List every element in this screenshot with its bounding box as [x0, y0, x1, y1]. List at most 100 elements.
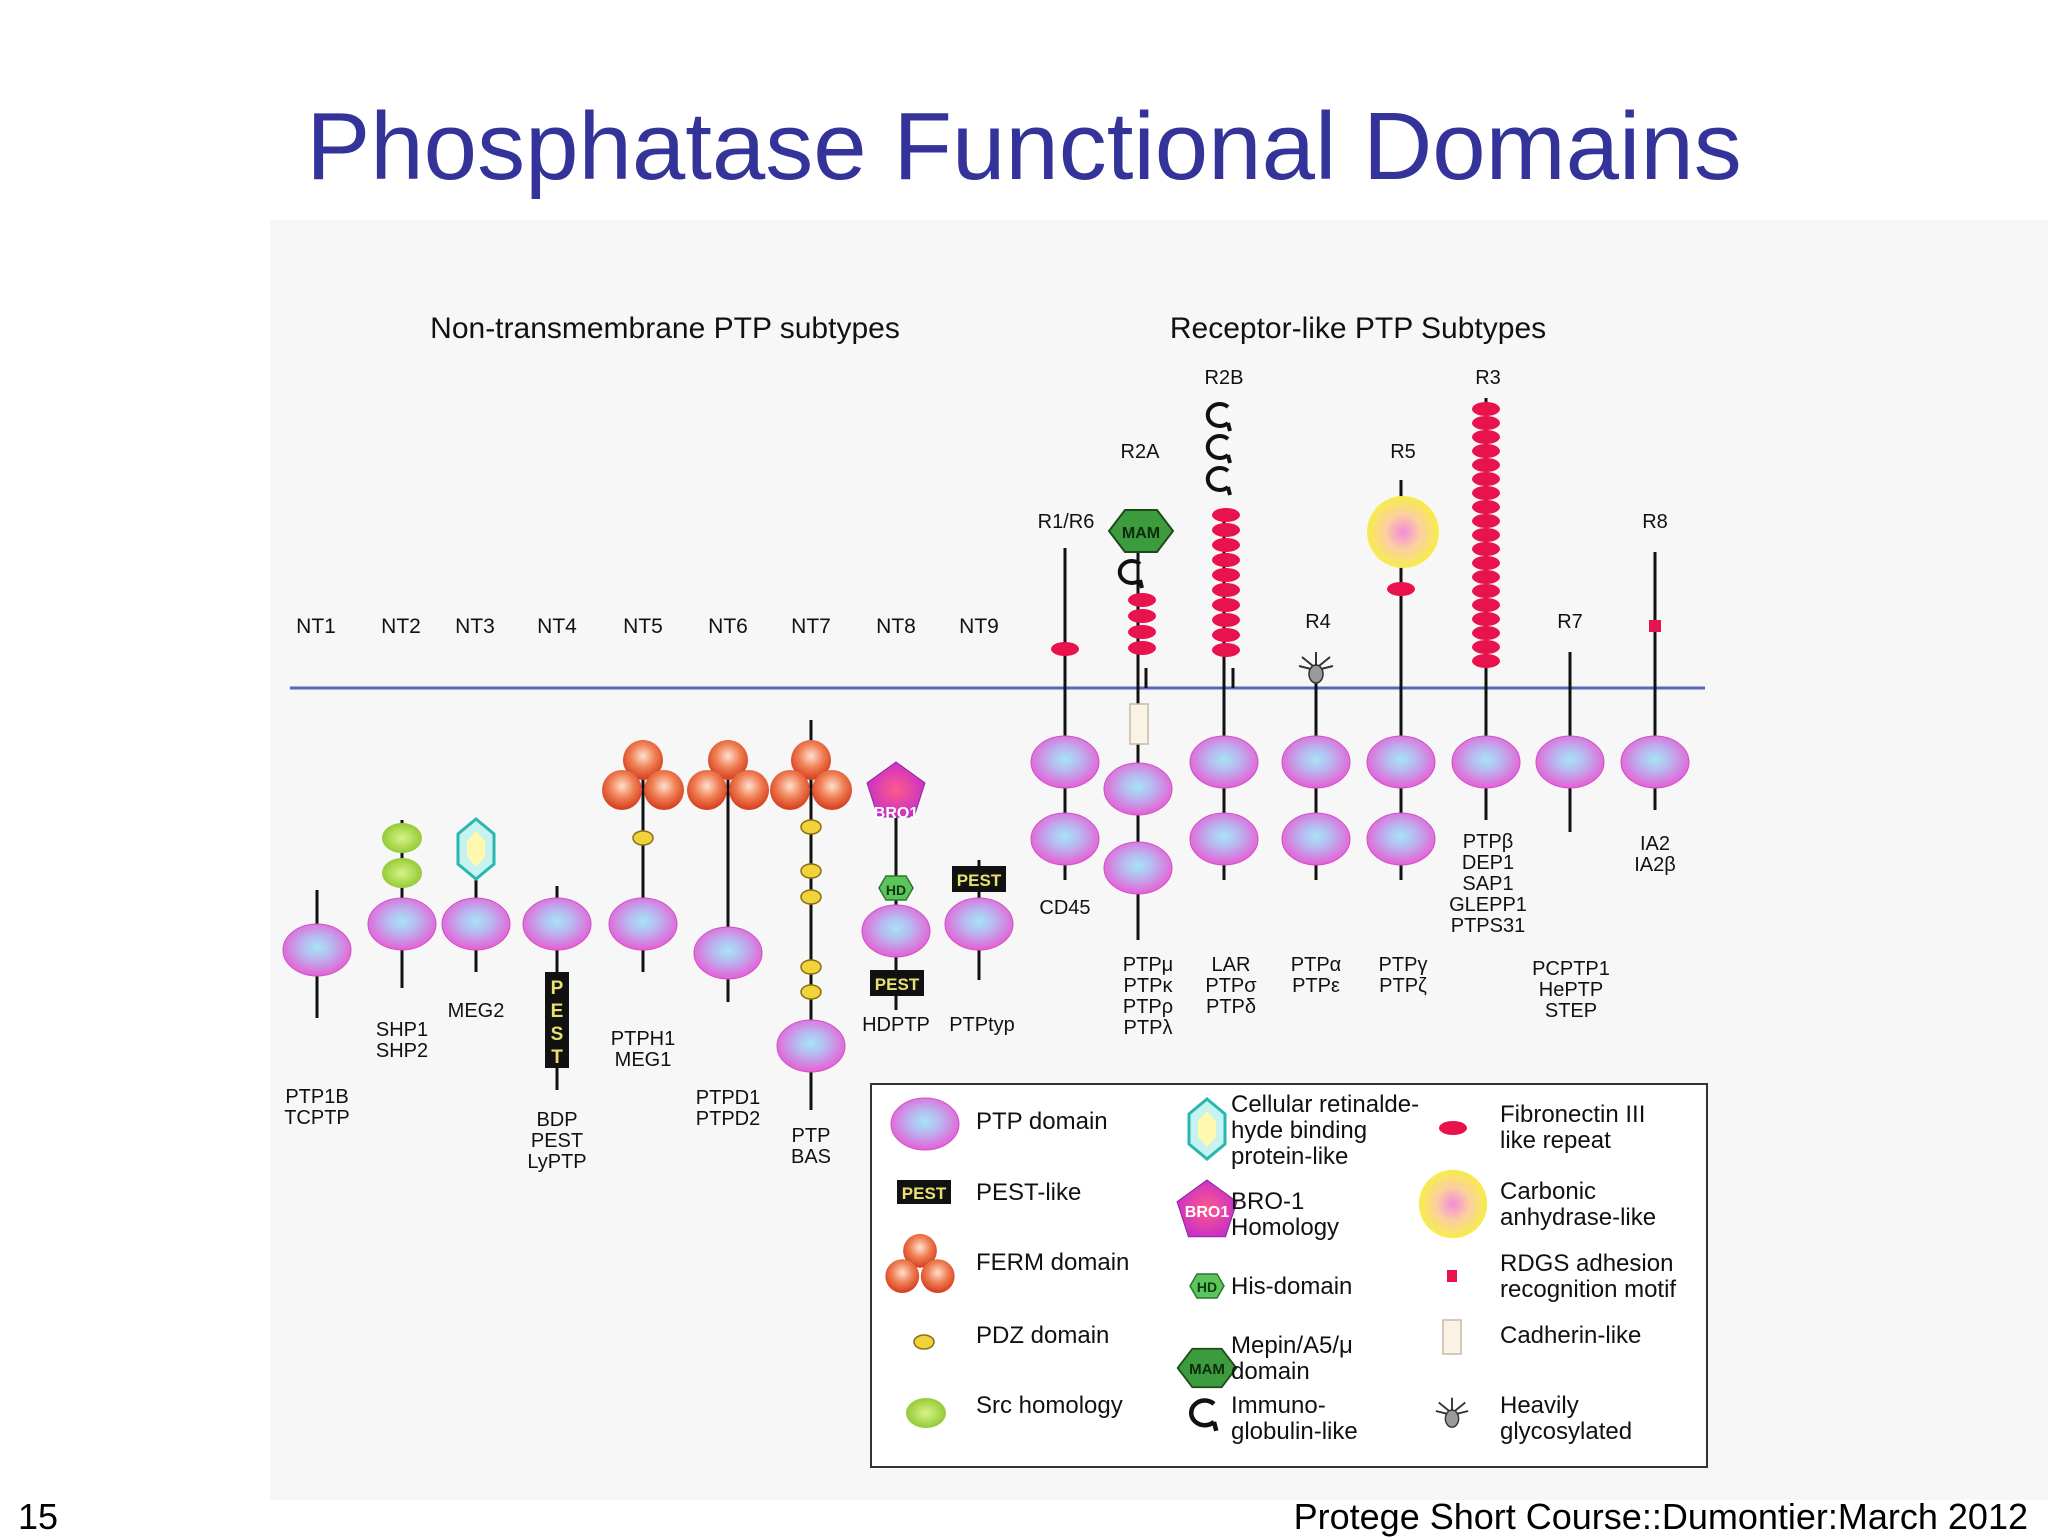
legend-label: Mepin/A5/μ	[1231, 1332, 1353, 1359]
immunoglobulin-icon	[1205, 402, 1232, 432]
fibronectin-icon	[1128, 625, 1156, 639]
nt2-protein	[367, 820, 437, 988]
ptp-domain-icon	[1103, 762, 1173, 816]
rdgs-motif-icon	[1447, 1270, 1457, 1282]
member-name: PTPδ	[1206, 996, 1256, 1018]
ptp-domain-icon	[1189, 735, 1259, 789]
member-name: IA2β	[1634, 854, 1676, 876]
member-name: BDP	[536, 1109, 577, 1131]
pest-letter: E	[551, 1001, 564, 1022]
legend-label: FERM domain	[976, 1249, 1129, 1276]
pest-label: PEST	[902, 1184, 947, 1203]
receptor-label: R8	[1642, 511, 1668, 533]
ptp-domain-icon	[1103, 841, 1173, 895]
fibronectin-icon	[1212, 613, 1240, 627]
nt-label: NT7	[791, 615, 831, 638]
member-name: TCPTP	[284, 1107, 350, 1129]
domain-diagram-figure: Non-transmembrane PTP subtypes Receptor-…	[270, 220, 2048, 1500]
hd-label: HD	[886, 882, 906, 898]
pest-letter: S	[551, 1024, 564, 1045]
legend-label: PEST-like	[976, 1179, 1081, 1206]
member-name: PTPH1	[611, 1028, 675, 1050]
fibronectin-icon	[1472, 486, 1500, 500]
ptp-domain-icon	[441, 897, 511, 951]
pest-vertical-icon	[545, 972, 569, 1068]
receptor-label: R1/R6	[1038, 511, 1095, 533]
fibronectin-icon	[1212, 598, 1240, 612]
legend-label: Homology	[1231, 1214, 1339, 1241]
legend-label: hyde binding	[1231, 1117, 1367, 1144]
receptor-label: R2A	[1121, 441, 1161, 463]
r7-protein	[1535, 652, 1605, 832]
r8-protein	[1620, 552, 1690, 810]
domain-diagram: Non-transmembrane PTP subtypes Receptor-…	[282, 312, 1708, 1468]
member-name: PTPσ	[1205, 975, 1257, 997]
fibronectin-icon	[1472, 416, 1500, 430]
carbonic-anhydrase-icon	[1418, 1169, 1488, 1239]
fibronectin-icon	[1472, 458, 1500, 472]
legend-label: Carbonic	[1500, 1178, 1596, 1205]
ptp-domain-icon	[367, 897, 437, 951]
slide-number: 15	[18, 1496, 59, 1537]
fibronectin-icon	[1472, 514, 1500, 528]
fibronectin-icon	[1212, 643, 1240, 657]
nt-label: NT2	[381, 615, 421, 638]
footer-text: Protege Short Course::Dumontier:March 20…	[1293, 1496, 2028, 1537]
legend-label: PDZ domain	[976, 1322, 1109, 1349]
nt-label: NT6	[708, 615, 748, 638]
immunoglobulin-icon	[1205, 466, 1232, 496]
ptp-domain-icon	[1281, 735, 1351, 789]
legend: PTP domain PEST PEST-like FERM domain PD…	[870, 1083, 1708, 1468]
ptp-domain-icon	[1366, 812, 1436, 866]
member-name: PTPλ	[1124, 1017, 1173, 1039]
fibronectin-icon	[1472, 626, 1500, 640]
nt7-protein	[770, 720, 852, 1110]
fibronectin-icon	[1472, 528, 1500, 542]
ptp-domain-icon	[944, 897, 1014, 951]
fibronectin-icon	[1472, 542, 1500, 556]
fibronectin-icon	[1212, 508, 1240, 522]
member-name: PTPS31	[1451, 915, 1525, 937]
mam-label: MAM	[1189, 1361, 1225, 1378]
bro1-label: BRO1	[1185, 1204, 1230, 1221]
fibronectin-icon	[1472, 472, 1500, 486]
ptp-domain-icon	[1620, 735, 1690, 789]
receptor-label: R3	[1475, 367, 1501, 389]
ptp-domain-icon	[693, 926, 763, 980]
r1-r6-protein	[1030, 548, 1100, 880]
carbonic-anhydrase-icon	[1367, 496, 1439, 568]
crbp-like-icon	[1187, 1097, 1227, 1161]
cadherin-like-icon	[1442, 1319, 1462, 1355]
legend-label: Cellular retinalde-	[1231, 1091, 1419, 1118]
fibronectin-icon	[1212, 628, 1240, 642]
receptor-label: R5	[1390, 441, 1416, 463]
legend-label: glycosylated	[1500, 1418, 1632, 1445]
pest-letter: T	[551, 1047, 563, 1068]
pest-icon	[897, 1180, 951, 1204]
mam-label: MAM	[1122, 525, 1160, 542]
src-homology-icon	[382, 858, 422, 888]
pdz-domain-icon	[800, 819, 822, 835]
member-name: PTPρ	[1123, 996, 1173, 1018]
member-name: PTP1B	[285, 1086, 348, 1108]
receptor-label: R2B	[1205, 367, 1244, 389]
member-name: PCPTP1	[1532, 958, 1610, 980]
member-name: STEP	[1545, 1000, 1597, 1022]
fibronectin-icon	[1128, 593, 1156, 607]
fibronectin-icon	[1472, 570, 1500, 584]
nt5-protein	[602, 740, 684, 972]
pdz-domain-icon	[913, 1334, 935, 1350]
nt-label: NT1	[296, 615, 336, 638]
member-name: PTPtyp	[949, 1014, 1015, 1036]
fibronectin-icon	[1387, 582, 1415, 596]
member-name: HePTP	[1539, 979, 1603, 1001]
receptor-label: R7	[1557, 611, 1583, 633]
legend-label: Src homology	[976, 1392, 1123, 1419]
pest-icon	[952, 866, 1006, 892]
immunoglobulin-icon	[1205, 434, 1232, 464]
pdz-domain-icon	[800, 959, 822, 975]
ptp-domain-icon	[1030, 812, 1100, 866]
fibronectin-icon	[1472, 500, 1500, 514]
member-name: PTPκ	[1124, 975, 1174, 997]
fibronectin-icon	[1472, 598, 1500, 612]
